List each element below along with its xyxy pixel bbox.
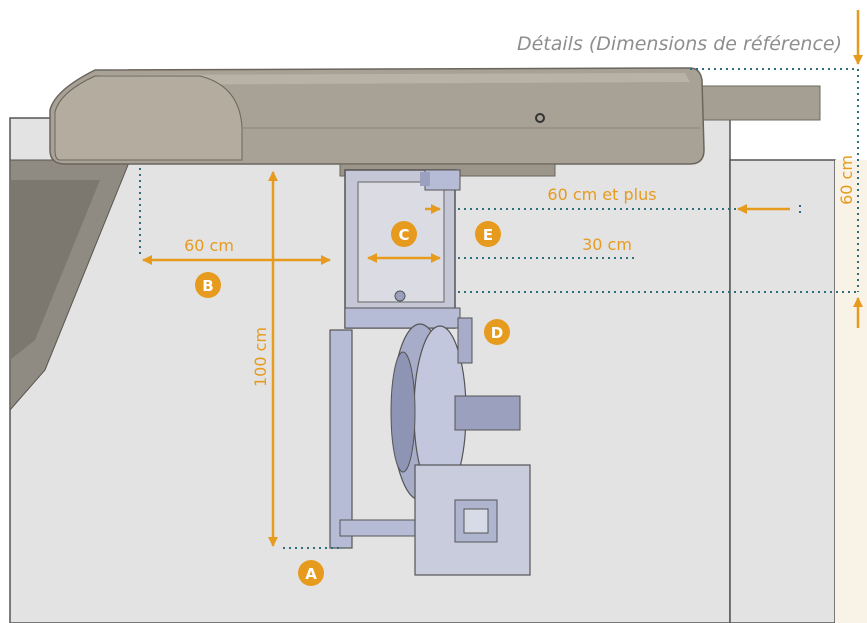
device-block-inner <box>454 499 498 543</box>
marker-b-badge <box>195 272 221 298</box>
device-disc-inner <box>390 351 416 473</box>
page-title: Détails (Dimensions de référence) <box>517 33 842 55</box>
device-bracket <box>457 317 473 364</box>
marker-a-label: A <box>305 565 317 583</box>
marker-b-label: B <box>202 277 213 295</box>
marker-d: D <box>484 319 510 345</box>
marker-e-label: E <box>483 226 493 244</box>
arm-top-highlight <box>95 73 690 85</box>
marker-d-badge <box>484 319 510 345</box>
frame-top-cap-left <box>420 172 430 186</box>
marker-c: C <box>391 221 417 247</box>
marker-c-label: C <box>398 226 409 244</box>
left-column-shade <box>10 180 100 360</box>
marker-d-label: D <box>491 324 503 342</box>
overhead-arm <box>49 67 705 177</box>
marker-e-badge <box>475 221 501 247</box>
lower-device <box>329 317 531 576</box>
hanging-frame <box>344 169 461 329</box>
right-glow <box>835 160 867 623</box>
marker-a: A <box>298 560 324 586</box>
label-side-clearance: 30 cm <box>582 235 632 254</box>
left-support <box>9 159 131 412</box>
frame-knob <box>394 290 406 302</box>
marker-c-badge <box>391 221 417 247</box>
marker-e: E <box>475 221 501 247</box>
label-total-height: 60 cm <box>837 155 856 205</box>
guide-lines <box>139 68 859 549</box>
marker-a-badge <box>298 560 324 586</box>
label-vertical-height: 100 cm <box>251 327 270 387</box>
label-left-clearance: 60 cm <box>184 236 234 255</box>
frame-top-cap <box>424 169 461 191</box>
arm-screw <box>535 113 545 123</box>
right-panel <box>729 159 836 623</box>
wall-bracket <box>699 85 821 121</box>
device-column <box>329 329 353 549</box>
dimension-arrows <box>142 10 863 547</box>
arm-head <box>54 75 243 161</box>
label-front-clearance: 60 cm et plus <box>547 185 656 204</box>
frame-shelf <box>344 307 461 329</box>
marker-b: B <box>195 272 221 298</box>
device-block-core <box>463 508 489 534</box>
device-shaft <box>454 395 521 431</box>
